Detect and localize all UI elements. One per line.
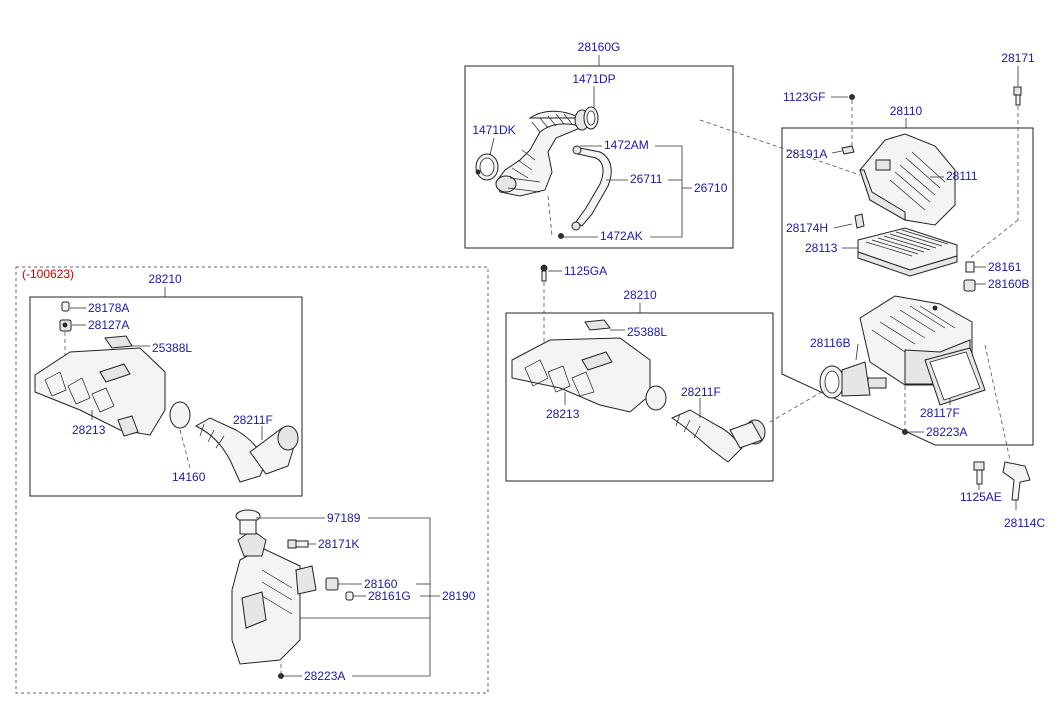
bolt-28171 bbox=[1013, 86, 1022, 106]
clamp-1471DP bbox=[583, 106, 599, 130]
label-28111[interactable]: 28111 bbox=[946, 169, 978, 183]
label-28191A[interactable]: 28191A bbox=[786, 147, 827, 161]
clip-28191A bbox=[841, 145, 855, 155]
label-1125GA[interactable]: 1125GA bbox=[564, 264, 607, 278]
duct-28213-mid bbox=[511, 337, 651, 413]
label-28210-left[interactable]: 28210 bbox=[148, 272, 182, 286]
label-1472AM[interactable]: 1472AM bbox=[604, 138, 649, 152]
label-28211F-left[interactable]: 28211F bbox=[233, 413, 273, 427]
grommet-28127A bbox=[59, 319, 72, 332]
frame-variant bbox=[15, 266, 489, 694]
cover-28111 bbox=[859, 133, 956, 226]
label-28114C[interactable]: 28114C bbox=[1004, 516, 1045, 530]
label-28160B[interactable]: 28160B bbox=[988, 277, 1029, 291]
grommet-28161 bbox=[965, 261, 975, 273]
label-1471DP[interactable]: 1471DP bbox=[572, 72, 615, 86]
label-28116B[interactable]: 28116B bbox=[810, 336, 850, 350]
label-plate-25388L-mid bbox=[584, 319, 611, 331]
label-28223A-left[interactable]: 28223A bbox=[304, 669, 345, 683]
label-28211F-mid[interactable]: 28211F bbox=[681, 385, 721, 399]
cap-28161G bbox=[345, 591, 354, 601]
frame-28110 bbox=[781, 127, 1034, 446]
clamp-ring-1471DK bbox=[475, 153, 499, 181]
label-1472AK[interactable]: 1472AK bbox=[600, 229, 643, 243]
group-28110: 28110 28171 1123GF 28111 28191A bbox=[699, 51, 1045, 530]
frame-28210-left bbox=[29, 296, 303, 497]
grommet-28160 bbox=[325, 577, 339, 591]
label-1125AE[interactable]: 1125AE bbox=[960, 490, 1002, 504]
label-28178A[interactable]: 28178A bbox=[88, 301, 129, 315]
label-1471DK[interactable]: 1471DK bbox=[472, 123, 515, 137]
label-28171[interactable]: 28171 bbox=[1001, 51, 1035, 65]
group-left-variant: (-100623) 28210 28178A 28127A 25388L 282 bbox=[15, 266, 489, 694]
duct-28116B bbox=[819, 361, 871, 399]
label-97189[interactable]: 97189 bbox=[327, 511, 361, 525]
filter-28113 bbox=[857, 227, 958, 277]
bracket-28114C bbox=[1002, 461, 1031, 501]
duct-28213-left bbox=[34, 347, 166, 437]
label-26710[interactable]: 26710 bbox=[694, 181, 728, 195]
label-28223A-right[interactable]: 28223A bbox=[926, 425, 967, 439]
label-28210-mid[interactable]: 28210 bbox=[623, 288, 657, 302]
resonator-28190 bbox=[231, 509, 317, 665]
label-14160[interactable]: 14160 bbox=[172, 470, 206, 484]
clip-28174H bbox=[854, 213, 865, 229]
frame-28210-mid bbox=[505, 312, 774, 482]
gasket-28117F bbox=[924, 347, 986, 406]
label-28161[interactable]: 28161 bbox=[988, 260, 1022, 274]
label-28213-mid[interactable]: 28213 bbox=[546, 407, 580, 421]
label-28213-left[interactable]: 28213 bbox=[72, 423, 106, 437]
label-28190[interactable]: 28190 bbox=[442, 589, 476, 603]
label-1123GF[interactable]: 1123GF bbox=[783, 90, 825, 104]
bolt-1125AE bbox=[973, 461, 985, 485]
revision-note[interactable]: (-100623) bbox=[22, 267, 74, 281]
breather-hose-26711 bbox=[571, 145, 612, 231]
grommet-28160B bbox=[963, 279, 976, 292]
cap-28178A bbox=[61, 301, 70, 312]
label-28117F[interactable]: 28117F bbox=[920, 406, 960, 420]
group-28210-mid: 28210 1125GA 25388L 28213 28211F bbox=[505, 264, 826, 482]
label-25388L-mid[interactable]: 25388L bbox=[627, 325, 667, 339]
label-28160[interactable]: 28160 bbox=[364, 577, 398, 591]
label-28127A[interactable]: 28127A bbox=[88, 318, 129, 332]
label-28174H[interactable]: 28174H bbox=[786, 221, 828, 235]
label-28110[interactable]: 28110 bbox=[890, 104, 923, 118]
fitting-28171K bbox=[287, 539, 309, 549]
label-28161G[interactable]: 28161G bbox=[368, 589, 411, 603]
label-plate-25388L-left bbox=[104, 335, 133, 349]
label-28171K[interactable]: 28171K bbox=[318, 537, 359, 551]
label-26711[interactable]: 26711 bbox=[630, 172, 663, 186]
label-28160G[interactable]: 28160G bbox=[578, 40, 621, 54]
group-28160G: 28160G 1471DP 1471DK bbox=[464, 40, 734, 249]
hose-28211F-left bbox=[169, 401, 299, 483]
label-25388L-left[interactable]: 25388L bbox=[152, 341, 192, 355]
hose-28211F-mid bbox=[645, 385, 766, 463]
label-28113[interactable]: 28113 bbox=[805, 241, 838, 255]
